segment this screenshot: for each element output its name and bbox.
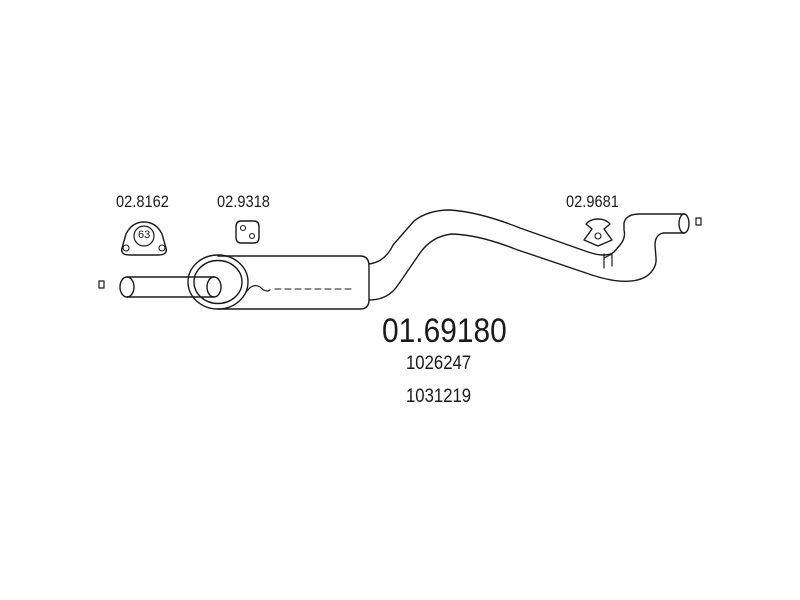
tailpipe-hanger-rod [603, 253, 613, 269]
main-part-number: 01.69180 [382, 312, 507, 350]
rear-end-marker [695, 217, 702, 226]
part-code-bracket-hanger: 02.9681 [566, 192, 619, 211]
rubber-hanger-icon [235, 220, 260, 244]
bracket-hanger-icon [583, 218, 613, 247]
clamp-icon [120, 221, 168, 256]
tail-pipe [368, 209, 690, 301]
reference-number-2: 1031219 [406, 386, 472, 407]
muffler [187, 254, 370, 310]
front-end-marker [98, 280, 105, 289]
clamp-size-label: 63 [138, 229, 151, 241]
reference-number-1: 1026247 [406, 353, 472, 374]
muffler-hanger-hook [246, 285, 271, 292]
part-code-clamp: 02.8162 [116, 192, 169, 211]
part-code-rubber-hanger: 02.9318 [217, 192, 270, 211]
inlet-pipe [119, 276, 222, 298]
